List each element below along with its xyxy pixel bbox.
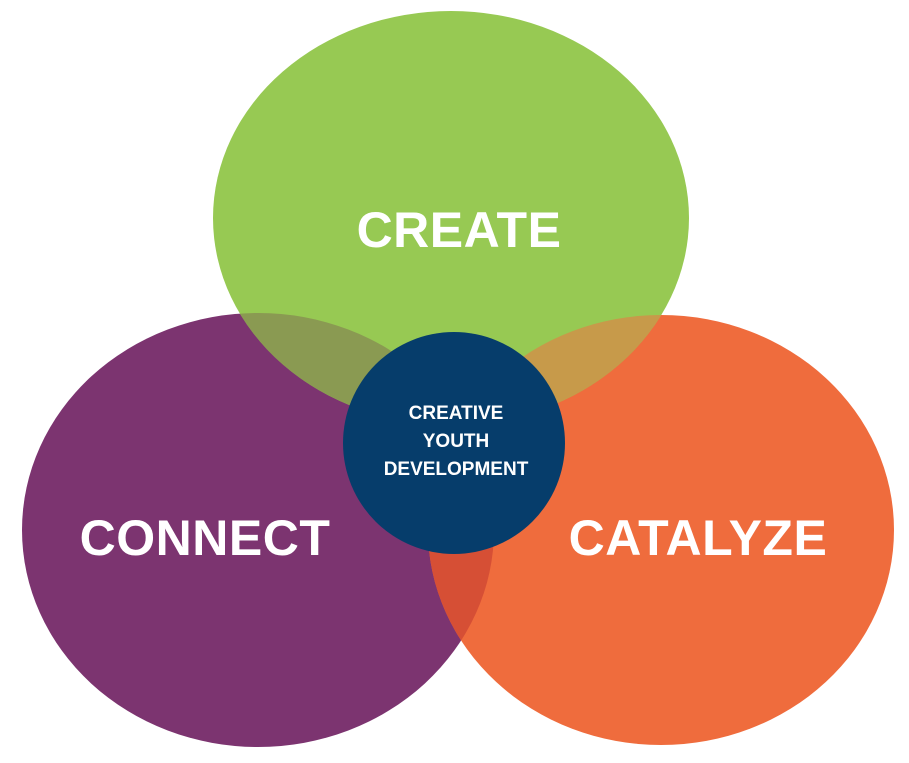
connect-label: CONNECT xyxy=(80,510,331,566)
center-label-line-1: CREATIVE xyxy=(409,403,504,424)
create-label: CREATE xyxy=(357,202,562,258)
catalyze-label: CATALYZE xyxy=(569,510,828,566)
create-circle xyxy=(213,11,689,425)
center-circle xyxy=(343,332,565,554)
center-label-line-2: YOUTH xyxy=(423,431,490,452)
center-label-line-3: DEVELOPMENT xyxy=(384,459,529,480)
